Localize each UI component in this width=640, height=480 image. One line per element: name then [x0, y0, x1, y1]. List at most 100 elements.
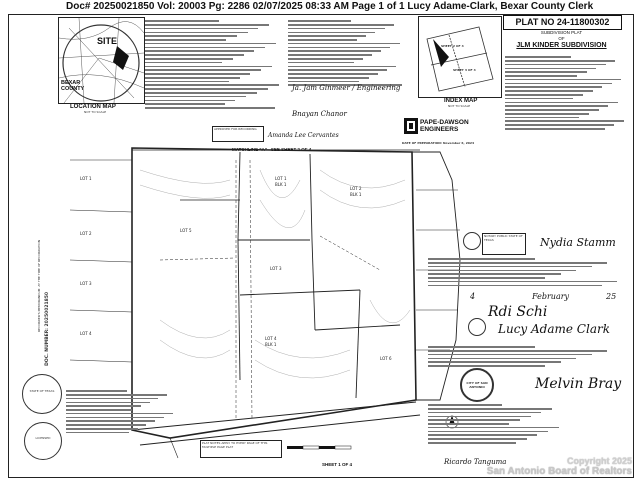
fine-print-line	[428, 426, 559, 429]
svg-text:LOT 6: LOT 6	[380, 356, 392, 361]
general-notes-left	[145, 18, 280, 126]
fine-print-line	[145, 54, 244, 56]
fine-print-line	[505, 67, 597, 70]
general-notes-bottom-right	[428, 402, 563, 458]
fine-print-line	[66, 424, 147, 426]
fine-print-line	[66, 431, 129, 434]
fine-print-line	[428, 357, 577, 360]
fine-print-line	[288, 20, 352, 22]
fine-print-line	[145, 35, 237, 37]
engineer-seal: LICENSED	[24, 422, 62, 460]
general-notes-right	[505, 54, 625, 154]
recording-header: Doc# 20250021850 Vol: 20003 Pg: 2286 02/…	[0, 0, 640, 14]
county-clerk-seal	[468, 318, 486, 336]
location-map-site-label: SITE	[97, 36, 118, 46]
fine-print-line	[288, 84, 402, 87]
fine-print-line	[288, 76, 369, 79]
fine-print-line	[66, 405, 141, 407]
svg-text:LOT 4: LOT 4	[265, 336, 277, 341]
watermark-copyright: Copyright 2025	[566, 456, 632, 466]
fine-print-line	[145, 73, 251, 75]
index-map-title: INDEX MAP	[444, 98, 478, 104]
fine-print-line	[428, 361, 561, 363]
fine-print-line	[145, 61, 222, 64]
certification-left	[66, 388, 176, 448]
fine-print-line	[288, 50, 382, 53]
fine-print-line	[145, 58, 233, 60]
fine-print-line	[505, 94, 583, 96]
fine-print-line	[505, 97, 574, 100]
svg-text:LOT 3: LOT 3	[270, 266, 282, 271]
fine-print-line	[288, 31, 376, 34]
date-of-preparation: DATE OF PREPARATION: November 6, 2024	[402, 141, 475, 145]
fine-print-line	[428, 277, 545, 279]
fine-print-line	[428, 404, 503, 406]
fine-print-line	[145, 92, 258, 94]
index-sheet-2-label: SHEET 2 OF 4	[441, 44, 464, 48]
bottom-signature: Ricardo Tanguma	[444, 458, 507, 466]
fine-print-line	[505, 56, 571, 58]
fine-print-line	[428, 438, 527, 440]
fine-print-line	[428, 284, 602, 287]
fine-print-line	[505, 75, 577, 77]
location-map-scale: NOT TO SCALE	[84, 110, 107, 114]
fine-print-line	[288, 69, 387, 71]
fine-print-line	[66, 409, 132, 411]
engineer-logo: PAPE-DAWSON ENGINEERS	[404, 118, 486, 134]
fine-print-line	[505, 59, 616, 62]
fine-print-line	[428, 407, 553, 410]
index-map-graphic	[426, 26, 494, 92]
fine-print-line	[288, 39, 357, 41]
surveyor-seal: STATE OF TEXAS	[22, 374, 62, 414]
fine-print-line	[505, 116, 580, 119]
fine-print-line	[66, 420, 156, 423]
fine-print-line	[66, 397, 159, 400]
fine-print-line	[288, 65, 397, 68]
fine-print-line	[145, 99, 236, 102]
fine-print-line	[428, 346, 536, 348]
fine-print-line	[428, 434, 538, 437]
fine-print-line	[145, 107, 275, 109]
fine-print-line	[505, 90, 593, 92]
engineer-name-2: ENGINEERS	[420, 126, 459, 133]
fine-print-line	[288, 27, 385, 30]
plat-sheet-border	[8, 14, 634, 478]
index-map: SHEET 2 OF 4 SHEET 3 OF 4	[418, 16, 502, 98]
fine-print-line	[66, 401, 150, 404]
index-sheet-3-label: SHEET 3 OF 4	[453, 68, 476, 72]
date-year: 25	[606, 292, 617, 301]
fine-print-line	[288, 73, 378, 75]
fine-print-line	[288, 23, 394, 26]
location-map-county-label: BEXAR COUNTY	[61, 80, 85, 92]
svg-text:BLK 1: BLK 1	[350, 192, 362, 197]
fine-print-line	[145, 69, 262, 71]
plat-number: PLAT NO 24-11800302	[503, 15, 622, 30]
fine-print-line	[145, 42, 276, 45]
clerk-signature-1: Rdi Schi	[488, 304, 548, 320]
fine-print-line	[505, 120, 624, 123]
fine-print-line	[288, 80, 360, 83]
fine-print-line	[288, 58, 363, 60]
subdivision-name: JLM KINDER SUBDIVISION	[516, 42, 607, 49]
fine-print-line	[428, 423, 509, 425]
fine-print-line	[428, 365, 545, 367]
fine-print-line	[428, 442, 516, 444]
date-month: February	[532, 292, 570, 301]
plat-drawing: LOT 1 BLK 1 LOT 2 BLK 1 LOT 3 LOT 4 BLK …	[69, 147, 461, 459]
fine-print-line	[145, 95, 247, 98]
fine-print-line	[145, 20, 220, 22]
city-official-signature: Melvin Bray	[535, 376, 622, 392]
fine-print-line	[66, 393, 168, 396]
fine-print-line	[428, 258, 536, 260]
fine-print-line	[66, 412, 173, 415]
fine-print-line	[66, 390, 127, 392]
surveyor-signature: Bnayan Chanor	[292, 110, 347, 118]
fine-print-line	[428, 349, 608, 352]
location-map-graphic	[59, 18, 144, 103]
fine-print-line	[145, 80, 229, 83]
fine-print-line	[505, 112, 589, 115]
fine-print-line	[505, 71, 587, 73]
plat-subtitle: SUBDIVISION PLAT	[540, 30, 583, 35]
fine-print-line	[505, 78, 622, 81]
plat-notes-box: PLAT NOTES APPLY TO EVERY PAGE OF THIS M…	[200, 440, 282, 458]
